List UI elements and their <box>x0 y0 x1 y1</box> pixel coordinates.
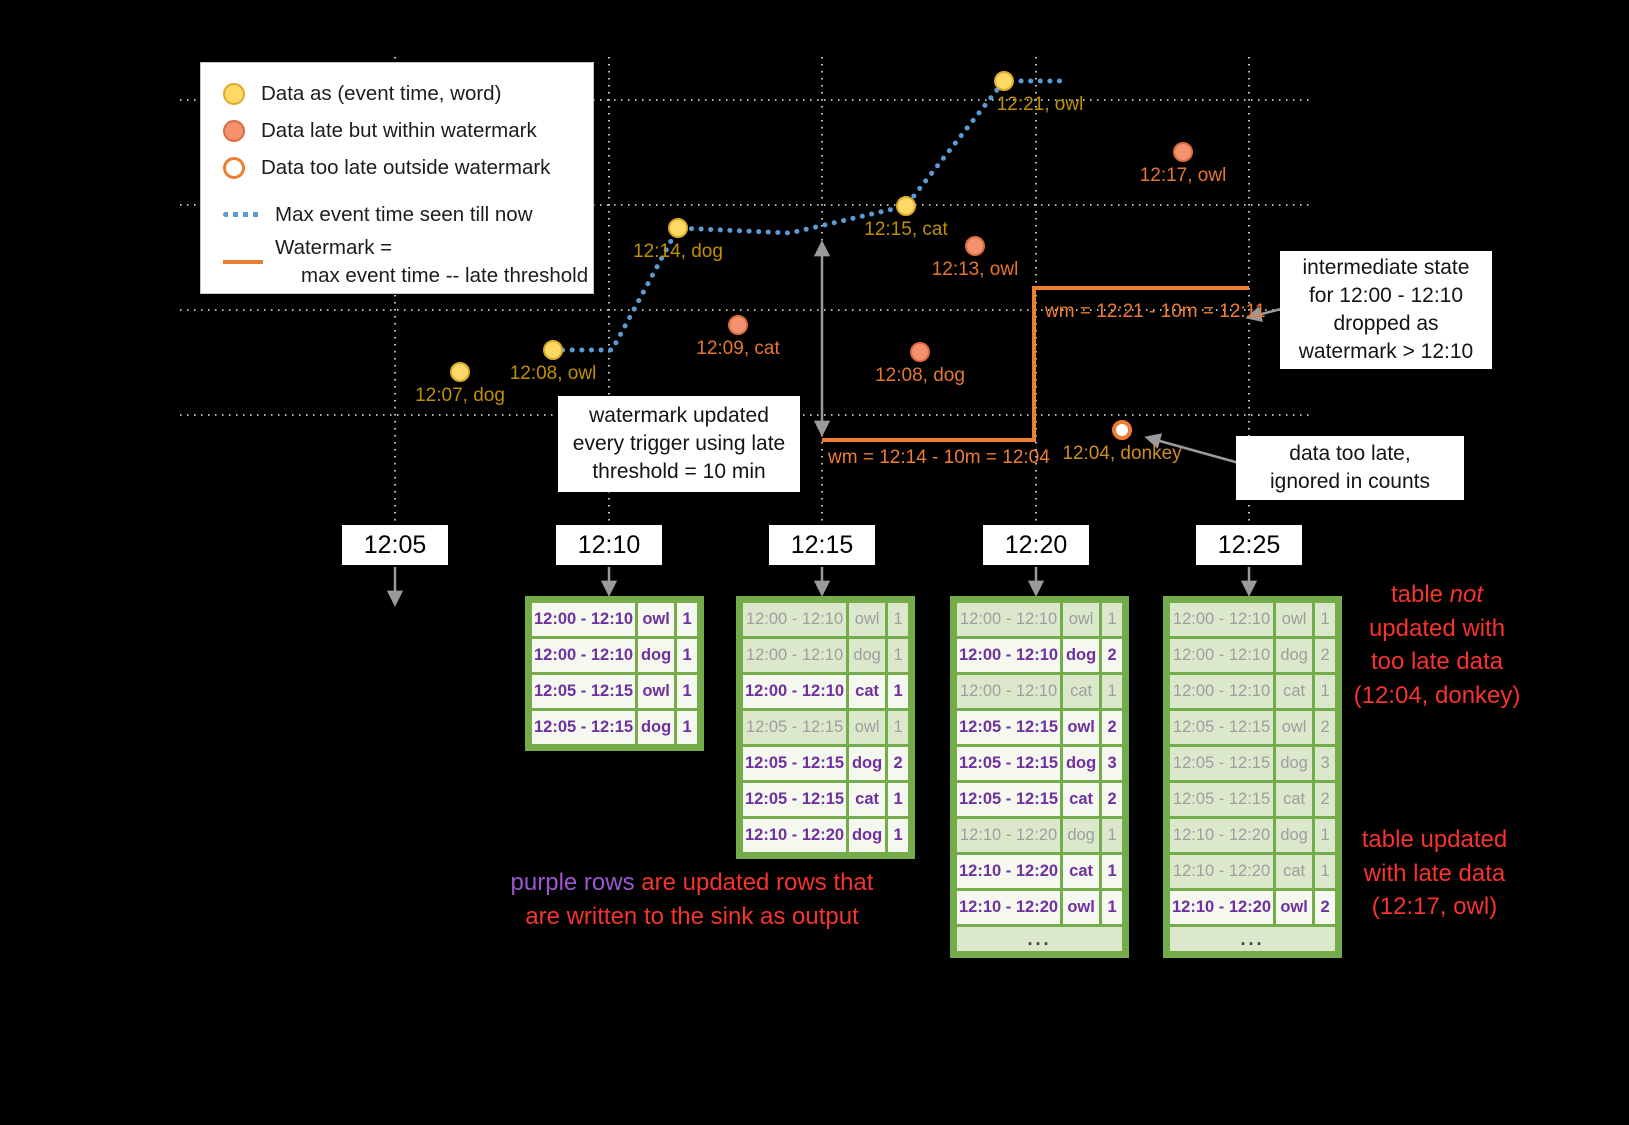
legend-label-toolate: Data too late outside watermark <box>261 155 551 179</box>
callout-too-late-ignored: data too late, ignored in counts <box>1236 436 1464 500</box>
too-late-pointer-arrow <box>1144 433 1240 465</box>
event-point-12-08-owl <box>543 340 563 360</box>
watermark-step-line <box>822 286 1249 442</box>
event-point-label: 12:21, owl <box>996 94 1084 115</box>
max-event-line-icon <box>223 212 263 217</box>
legend-label-max-event: Max event time seen till now <box>275 202 533 226</box>
event-point-label: 12:13, owl <box>931 259 1019 280</box>
note-not-updated-post: updated with too late data (12:04, donke… <box>1353 614 1521 709</box>
legend-item-ontime: Data as (event time, word) <box>223 75 593 112</box>
table-ellipsis-row: ... <box>1170 927 1336 951</box>
table-ellipsis-row: ... <box>957 927 1123 951</box>
event-point-12-08-dog <box>910 342 930 362</box>
ontime-point-icon <box>223 82 245 105</box>
event-point-12-09-cat <box>728 315 748 335</box>
event-point-label: 12:07, dog <box>415 385 505 406</box>
time-label-12-15: 12:15 <box>769 525 875 565</box>
watermark-line-icon <box>223 260 263 264</box>
event-point-12-15-cat <box>896 196 916 216</box>
event-point-12-14-dog <box>668 218 688 238</box>
legend-label-watermark-2: max event time -- late threshold <box>301 264 589 287</box>
event-point-12-13-owl <box>965 236 985 256</box>
legend: Data as (event time, word) Data late but… <box>200 62 594 294</box>
event-point-12-17-owl <box>1173 142 1193 162</box>
event-point-label: 12:04, donkey <box>1062 443 1182 464</box>
note-purple-rows-rest: are updated rows that are written to the… <box>525 869 874 930</box>
legend-label-ontime: Data as (event time, word) <box>261 81 502 105</box>
legend-item-toolate: Data too late outside watermark <box>223 149 593 186</box>
watermark-value-label-2: wm = 12:21 - 10m = 12:11 <box>1045 301 1266 322</box>
callout-watermark-trigger: watermark updated every trigger using la… <box>558 396 800 492</box>
legend-label-late: Data late but within watermark <box>261 118 537 142</box>
time-label-12-20: 12:20 <box>983 525 1089 565</box>
event-point-label: 12:08, dog <box>875 365 965 386</box>
event-point-label: 12:09, cat <box>696 338 780 359</box>
callout-state-dropped: intermediate state for 12:00 - 12:10 dro… <box>1280 251 1492 369</box>
legend-label-watermark-1: Watermark = <box>275 236 393 260</box>
event-point-12-04-donkey <box>1112 420 1132 440</box>
note-not-updated-italic: not <box>1449 581 1484 608</box>
event-point-label: 12:15, cat <box>864 219 948 240</box>
max-event-time-line <box>550 78 1069 353</box>
event-point-12-21-owl <box>994 71 1014 91</box>
event-point-12-07-dog <box>450 362 470 382</box>
note-not-updated-pre: table <box>1390 581 1450 608</box>
dropped-state-pointer-arrow <box>1245 306 1282 323</box>
time-label-12-05: 12:05 <box>342 525 448 565</box>
gray-arrows <box>386 240 1282 607</box>
note-table-updated-late: table updated with late data (12:17, owl… <box>1361 826 1508 921</box>
event-point-label: 12:14, dog <box>633 241 723 262</box>
legend-item-watermark: Watermark = max event time -- late thres… <box>223 233 593 291</box>
time-label-12-10: 12:10 <box>556 525 662 565</box>
legend-item-late: Data late but within watermark <box>223 112 593 149</box>
legend-item-max-event-line: Max event time seen till now <box>223 196 593 233</box>
note-table-not-updated: table not updated with too late data (12… <box>1352 578 1522 712</box>
note-purple-rows-highlight: purple rows <box>510 869 635 896</box>
note-purple-rows: purple rows are updated rows that are wr… <box>492 866 892 933</box>
watermark-value-label-1: wm = 12:14 - 10m = 12:04 <box>828 447 1050 468</box>
late-point-icon <box>223 119 245 142</box>
event-point-label: 12:17, owl <box>1139 165 1227 186</box>
too-late-point-icon <box>223 156 245 179</box>
event-point-label: 12:08, owl <box>509 363 597 384</box>
time-label-12-25: 12:25 <box>1196 525 1302 565</box>
